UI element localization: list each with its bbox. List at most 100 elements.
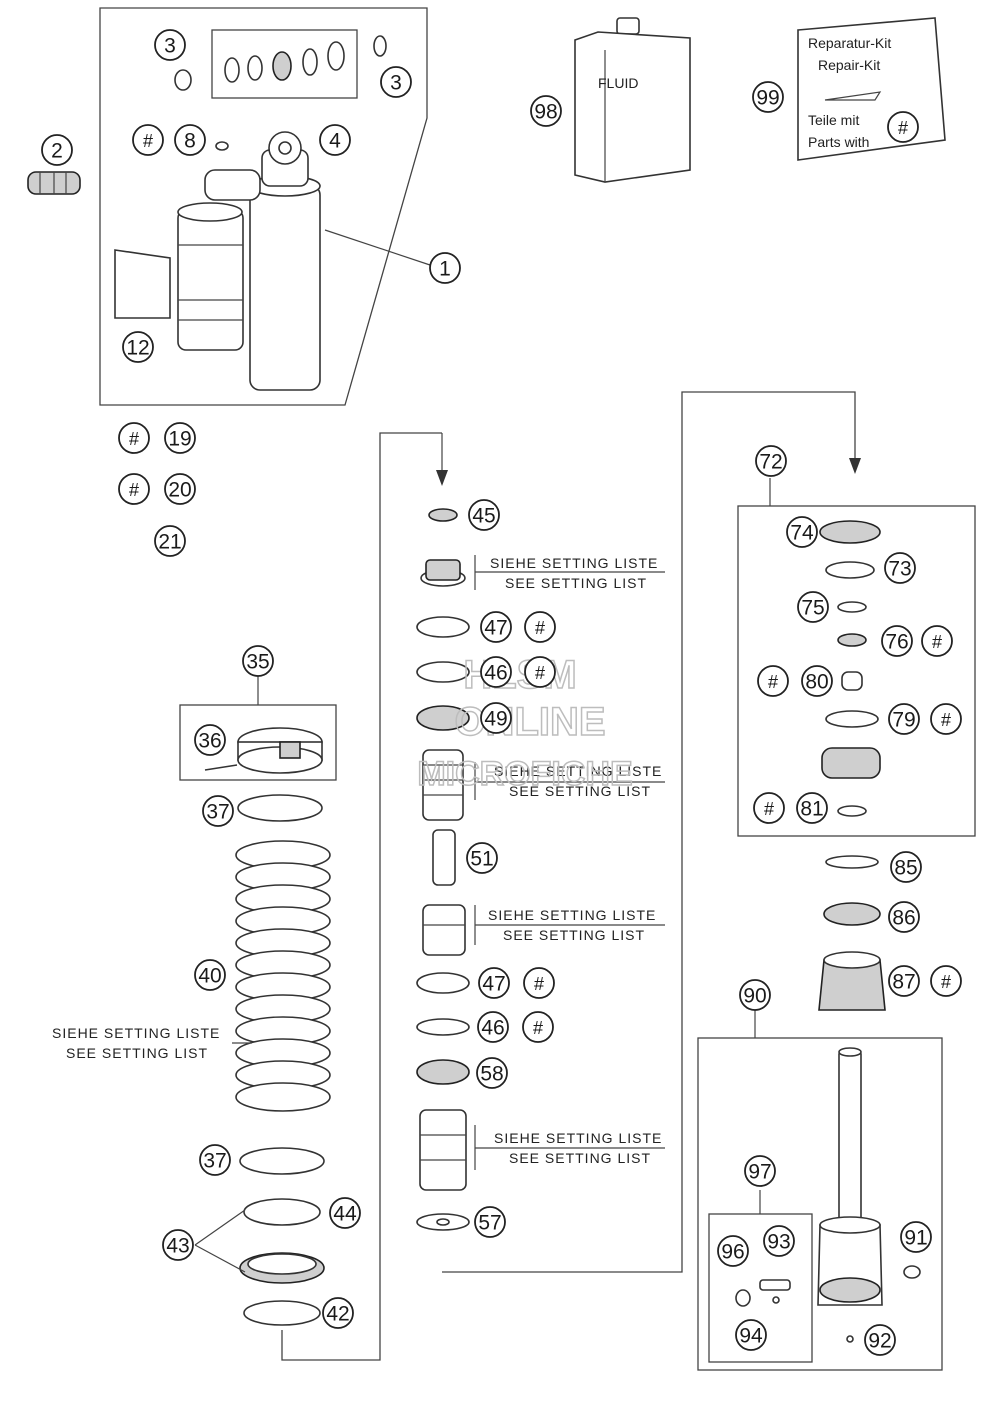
svg-text:SIEHE SETTING LISTE: SIEHE SETTING LISTE [494, 1130, 662, 1146]
valve-fitting-icon [27, 171, 81, 195]
callout-circle [797, 591, 829, 623]
optional-mark-label: # [941, 710, 951, 730]
setting-note-1: SIEHE SETTING LISTE SEE SETTING LIST [490, 555, 658, 591]
optional-mark-label: # [143, 131, 153, 151]
arrow-down-icon [436, 470, 448, 486]
callout-label: 35 [246, 651, 269, 674]
piston-rod-91 [817, 1047, 883, 1306]
callout-label: 75 [801, 597, 824, 620]
callout-circle [801, 665, 833, 697]
optional-mark-label: # [941, 972, 951, 992]
svg-text:Teile mit: Teile mit [808, 112, 859, 128]
svg-text:Reparatur-Kit: Reparatur-Kit [808, 35, 891, 51]
repair-kit-box-99: Reparatur-Kit Repair-Kit Teile mit Parts… [797, 17, 946, 161]
callout-circle [194, 959, 226, 991]
callout-label: 73 [888, 558, 911, 581]
washer-43-inner [247, 1253, 317, 1275]
optional-mark-circle [921, 625, 953, 657]
callout-label: 37 [206, 801, 229, 824]
shock-absorber-assembly-frame [99, 7, 428, 406]
fluid-bottle-98: FLUID [574, 17, 691, 183]
callout-circle [194, 724, 226, 756]
optional-mark-label: # [129, 429, 139, 449]
callout-circle [890, 851, 922, 883]
callout-label: 21 [158, 531, 181, 554]
callout-label: 93 [767, 1231, 790, 1254]
callout-label: 57 [478, 1212, 501, 1235]
callout-label: 37 [203, 1150, 226, 1173]
callout-label: 47 [484, 617, 507, 640]
callout-label: 20 [168, 479, 191, 502]
o-ring-42 [243, 1300, 321, 1326]
center-stack-parts [416, 508, 470, 1231]
svg-text:SEE SETTING LIST: SEE SETTING LIST [505, 575, 647, 591]
callout-circle [888, 703, 920, 735]
piston-rod-frame [697, 1037, 943, 1371]
callout-circle [530, 95, 562, 127]
callout-circle [900, 1221, 932, 1253]
optional-mark-label: # [535, 618, 545, 638]
callout-label: 80 [805, 671, 828, 694]
callout-circle [888, 965, 920, 997]
callout-label: 92 [868, 1330, 891, 1353]
callout-circle [744, 1155, 776, 1187]
callout-label: 45 [472, 505, 495, 528]
small-o-ring-8 [215, 141, 229, 151]
optional-mark-circle [753, 792, 785, 824]
svg-text:SIEHE SETTING LISTE: SIEHE SETTING LISTE [494, 763, 662, 779]
svg-text:SIEHE SETTING LISTE: SIEHE SETTING LISTE [490, 555, 658, 571]
optional-mark-circle [118, 473, 150, 505]
callout-label: 36 [198, 730, 221, 753]
callout-circle [199, 1144, 231, 1176]
callout-circle [884, 552, 916, 584]
lower-valve-parts [818, 855, 886, 1011]
callout-circle [735, 1319, 767, 1351]
optional-mark-circle [757, 665, 789, 697]
svg-text:SEE SETTING LIST: SEE SETTING LIST [509, 1150, 651, 1166]
callout-circle [466, 842, 498, 874]
callout-circle [717, 1235, 749, 1267]
ball-92 [846, 1335, 854, 1343]
callout-circle [164, 473, 196, 505]
optional-mark-label: # [932, 632, 942, 652]
setting-note-2: SIEHE SETTING LISTE SEE SETTING LIST [494, 763, 662, 799]
callout-circle [864, 1324, 896, 1356]
callout-label: 74 [790, 522, 814, 545]
svg-text:SEE SETTING LIST: SEE SETTING LIST [503, 927, 645, 943]
callout-circle [202, 795, 234, 827]
spring-adjuster-nut [237, 727, 323, 774]
callout-circle [739, 979, 771, 1011]
callout-label: 58 [480, 1063, 503, 1086]
callout-circle [480, 656, 512, 688]
adjuster-screw-36 [204, 764, 238, 771]
spring-retainer-37-bottom [239, 1147, 325, 1175]
callout-label: 42 [326, 1303, 349, 1326]
callout-label: 46 [484, 662, 507, 685]
callout-label: 97 [748, 1161, 771, 1184]
svg-text:MICROFICHE: MICROFICHE [417, 755, 632, 793]
setting-note-3: SIEHE SETTING LISTE SEE SETTING LIST [488, 907, 655, 943]
callout-circle [162, 1229, 194, 1261]
small-nut-91 [903, 1265, 921, 1279]
callout-label: 19 [168, 428, 191, 451]
small-bush-icon [174, 35, 387, 91]
optional-mark-label: # [534, 974, 544, 994]
svg-text:Repair-Kit: Repair-Kit [818, 57, 880, 73]
callout-label: 44 [333, 1203, 357, 1226]
fluid-label: FLUID [598, 75, 638, 91]
svg-text:SIEHE SETTING LISTE: SIEHE SETTING LISTE [52, 1025, 220, 1041]
svg-text:SEE SETTING LIST: SEE SETTING LIST [509, 783, 651, 799]
callout-layer: 1233481219202135363737404243444547464951… [41, 29, 962, 1356]
optional-mark-circle [930, 965, 962, 997]
callout-label: 81 [800, 798, 823, 821]
callout-circle [122, 331, 154, 363]
spring-coil [235, 1082, 331, 1112]
callout-label: 43 [166, 1235, 189, 1258]
callout-label: 47 [482, 973, 505, 996]
callout-circle [41, 134, 73, 166]
callout-label: 85 [894, 857, 917, 880]
optional-mark-label: # [764, 799, 774, 819]
callout-circle [380, 66, 412, 98]
callout-label: 72 [759, 451, 782, 474]
